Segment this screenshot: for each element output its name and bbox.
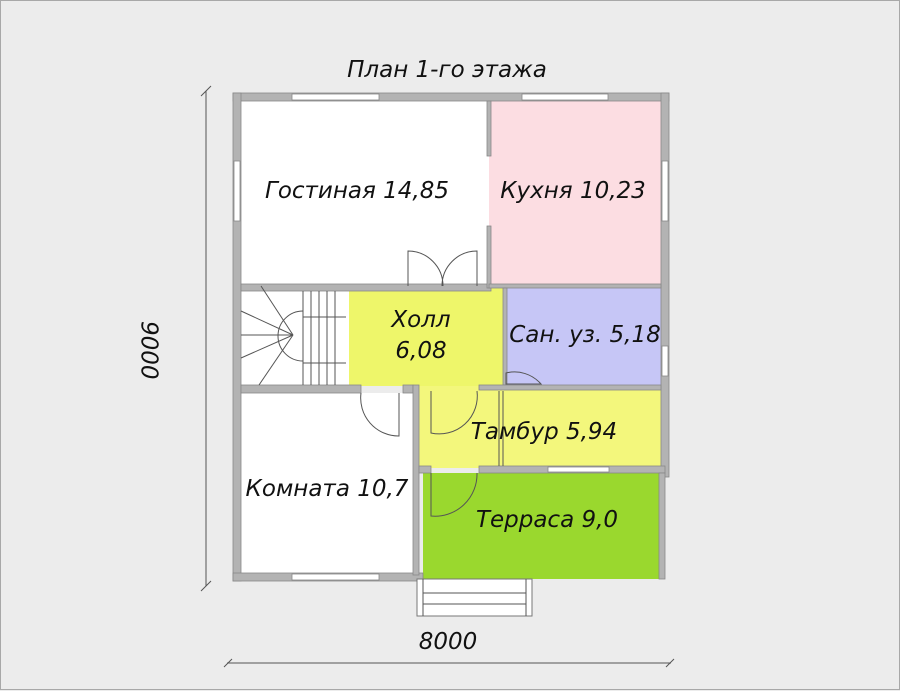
staircase (240, 285, 346, 386)
room-bedroom-fill (241, 393, 416, 574)
room-label-kitchen: Кухня 10,23 (500, 178, 646, 204)
room-label-living: Гостиная 14,85 (265, 178, 449, 204)
porch-steps (416, 578, 533, 617)
room-bathroom-fill (505, 288, 661, 385)
dimension-lines (200, 85, 675, 668)
doors (360, 250, 543, 517)
room-hall-fill (349, 288, 505, 386)
room-vestibule-fill (419, 386, 661, 468)
walls (232, 92, 670, 582)
dimension-height: 9000 (136, 321, 162, 380)
stairs-fill (241, 291, 349, 385)
room-area-hall: 6,08 (395, 338, 446, 364)
room-label-hall: Холл (390, 307, 451, 333)
room-label-vestibule: Тамбур 5,94 (471, 419, 617, 445)
room-living-fill (241, 101, 489, 288)
room-label-bedroom: Комната 10,7 (246, 476, 409, 502)
room-kitchen-fill (489, 101, 661, 288)
room-terrace-fill (423, 473, 665, 579)
room-label-bathroom: Сан. уз. 5,18 (509, 322, 661, 348)
room-label-terrace: Терраса 9,0 (476, 507, 618, 533)
dimension-width: 8000 (419, 629, 478, 655)
plan-title: План 1-го этажа (347, 57, 547, 83)
